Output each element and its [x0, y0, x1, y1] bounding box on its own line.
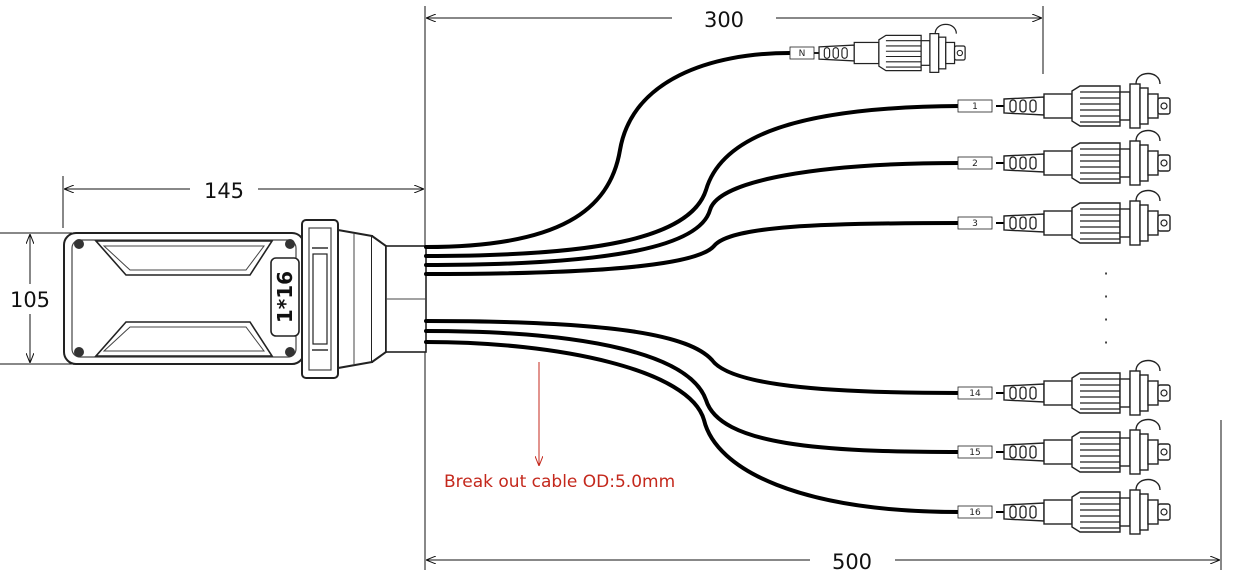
cable-od-note-text: Break out cable OD:5.0mm — [444, 472, 675, 492]
connector-1: 1 — [957, 72, 1171, 129]
connector-14: 14 — [957, 359, 1171, 416]
dimension-145-label: 145 — [204, 179, 244, 203]
cable-label-3: 3 — [972, 219, 978, 229]
cable-label-16: 16 — [969, 508, 981, 518]
cable-label-14: 14 — [969, 389, 981, 399]
cable-15 — [424, 329, 962, 454]
cable-16 — [424, 340, 962, 514]
cable-label-n: N — [799, 49, 806, 59]
connector-16: 16 — [957, 478, 1171, 535]
cable-label-15: 15 — [969, 448, 980, 458]
breakout-cables — [424, 51, 962, 514]
cable-n — [424, 51, 792, 249]
dimension-105: 105 — [0, 232, 72, 365]
screw-icon — [74, 347, 84, 357]
screw-icon — [285, 239, 295, 249]
cable-2 — [424, 161, 962, 267]
dimension-500-label: 500 — [832, 550, 872, 574]
ellipsis-dot: · — [1103, 287, 1108, 306]
cable-label-1: 1 — [972, 102, 978, 112]
connector-2: 2 — [957, 129, 1171, 186]
cable-1 — [424, 104, 962, 258]
cable-gland — [301, 219, 427, 379]
connector-3: 3 — [957, 189, 1171, 246]
dimension-300: 300 — [424, 6, 1044, 250]
cable-od-note: Break out cable OD:5.0mm — [444, 362, 675, 492]
ellipsis-dot: · — [1103, 333, 1108, 352]
dimension-500: 500 — [424, 330, 1222, 574]
connector-n: N — [789, 23, 966, 74]
cable-label-2: 2 — [972, 159, 978, 169]
dimension-105-label: 105 — [10, 288, 50, 312]
screw-icon — [74, 239, 84, 249]
dimension-145: 145 — [62, 176, 423, 228]
cable-3 — [424, 221, 962, 276]
dimension-300-label: 300 — [704, 8, 744, 32]
connector-15: 15 — [957, 418, 1171, 475]
ellipsis: · · · · — [1103, 264, 1108, 352]
screw-icon — [285, 347, 295, 357]
cable-14 — [424, 319, 962, 395]
splitter-box: 1*16 — [63, 232, 305, 365]
ellipsis-dot: · — [1103, 264, 1108, 283]
box-model-label: 1*16 — [273, 271, 297, 323]
ellipsis-dot: · — [1103, 310, 1108, 329]
